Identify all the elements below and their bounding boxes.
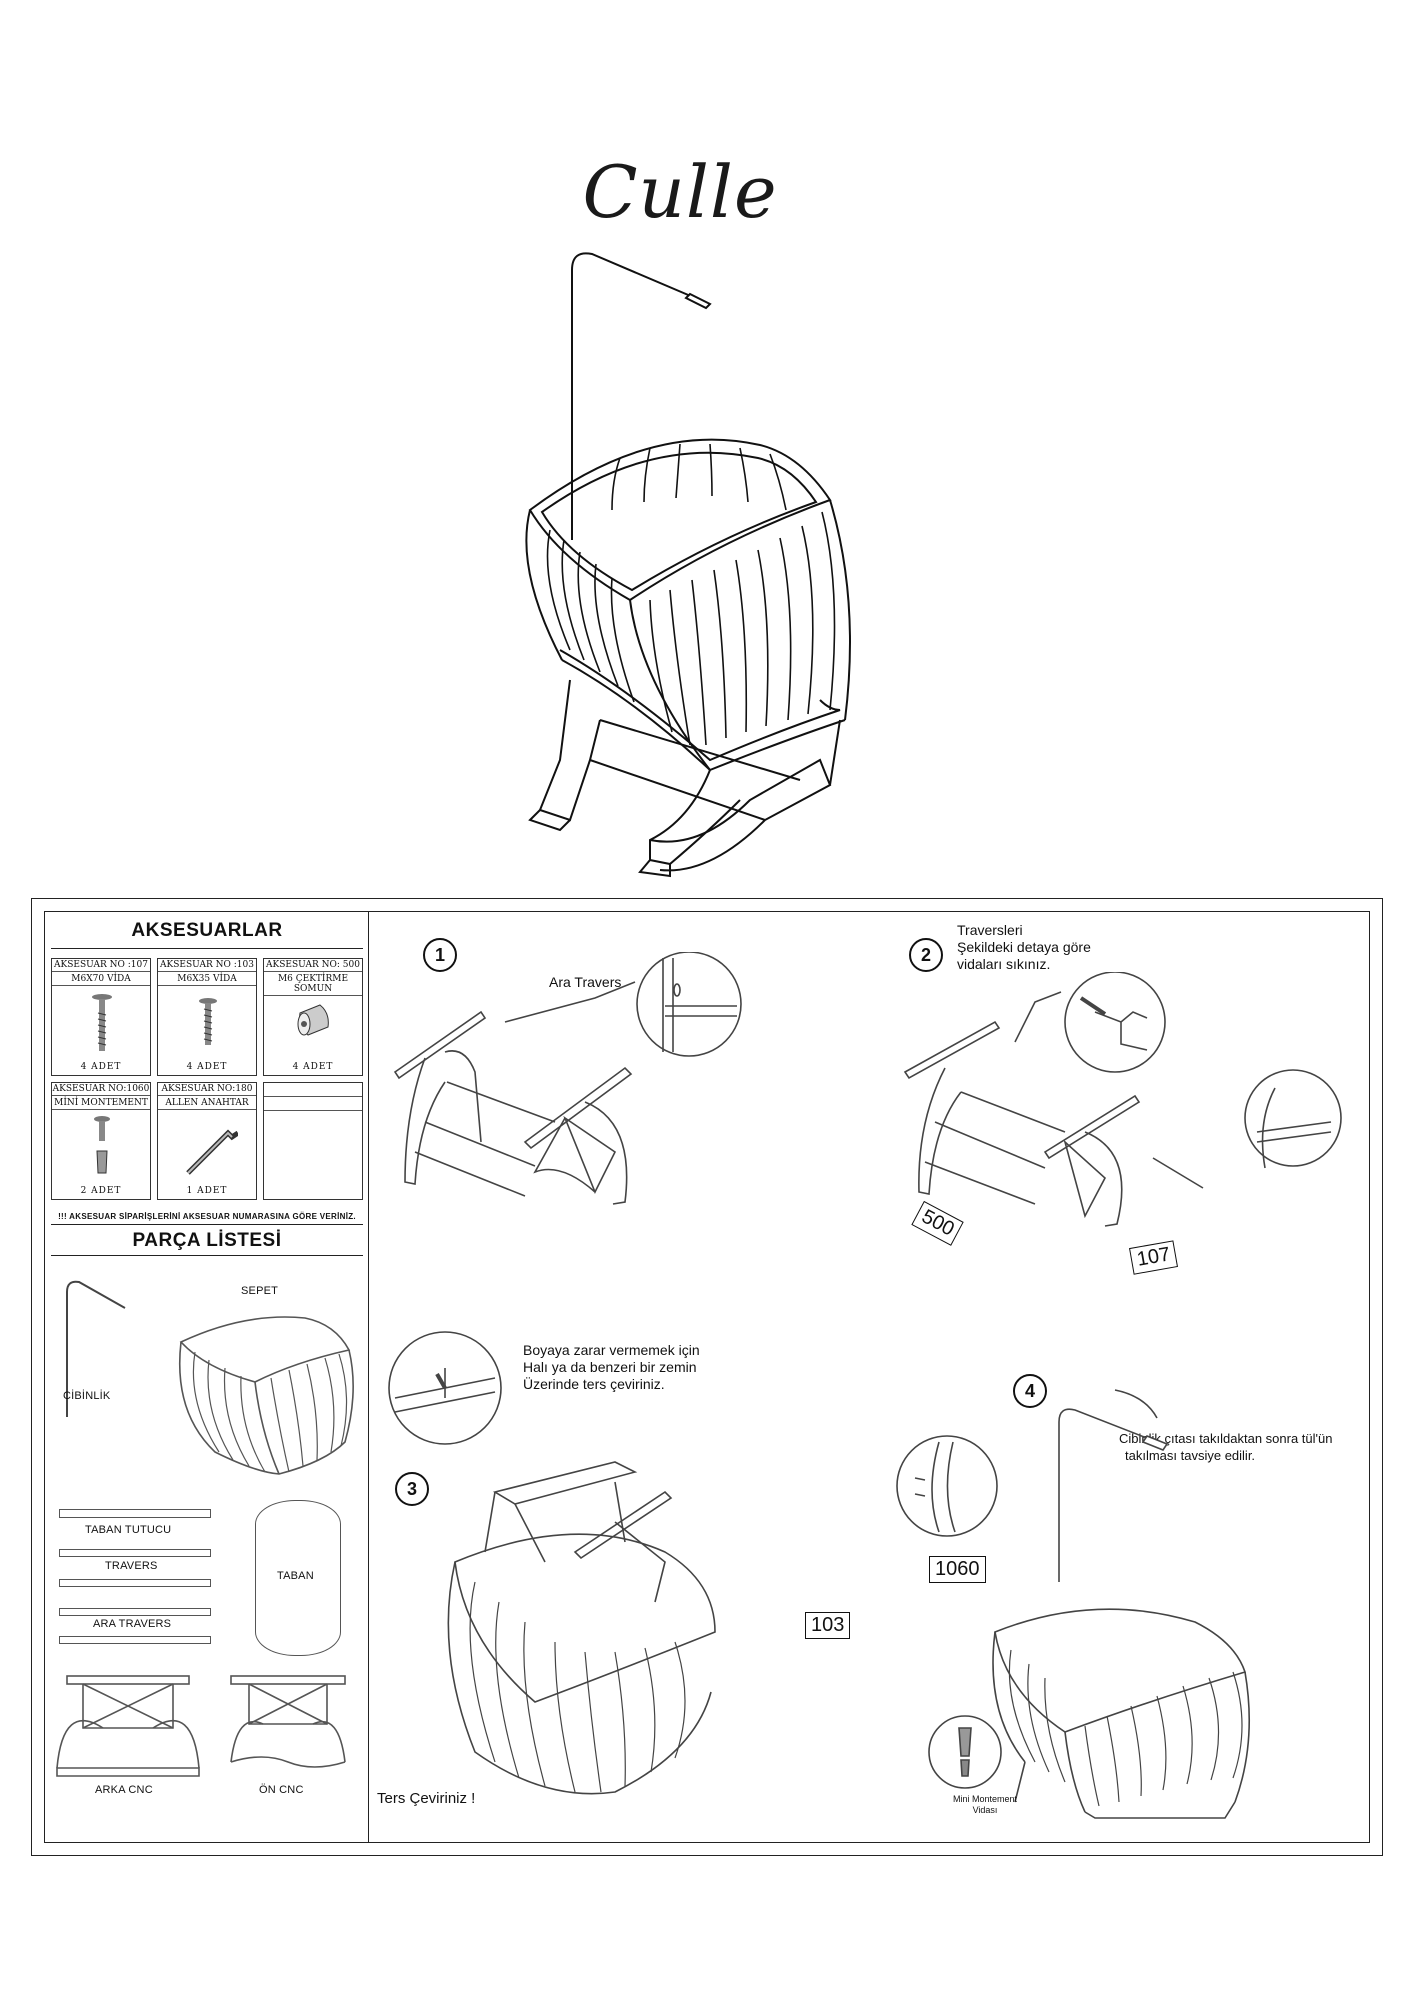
step-3-drawing: [447, 1461, 716, 1795]
travers-part-1: [59, 1549, 211, 1557]
accessory-number: AKSESUAR NO :107: [52, 960, 150, 972]
sepet-label: SEPET: [241, 1285, 279, 1297]
left-column: AKSESUARLAR AKSESUAR NO :107 M6X70 VİDA …: [45, 912, 369, 1842]
accessory-quantity: 2 ADET: [80, 1186, 122, 1196]
accessory-quantity: 1 ADET: [186, 1186, 228, 1196]
cibinlik-label: CİBİNLİK: [63, 1390, 111, 1402]
step-2-line-2: Şekildeki detaya göre: [957, 939, 1091, 955]
fastener-caption-line-1: Mini Montement: [952, 1794, 1018, 1804]
accessory-name: M6 ÇEKTİRME SOMUN: [264, 974, 362, 996]
ara-travers-callout: Ara Travers: [549, 974, 622, 990]
step-3-line-1: Boyaya zarar vermemek için: [523, 1342, 700, 1358]
parts-list: CİBİNLİK SEPET TABAN TUTUCU TRAVERS ARA …: [45, 1252, 367, 1842]
taban-tutucu-label: TABAN TUTUCU: [85, 1524, 172, 1536]
accessory-quantity: 4 ADET: [292, 1062, 334, 1072]
travers-part-2: [59, 1579, 211, 1587]
cradle-illustration: [525, 252, 851, 878]
accessory-number: AKSESUAR NO :103: [158, 960, 256, 972]
ara-travers-label: ARA TRAVERS: [93, 1618, 172, 1630]
title-divider: [51, 948, 363, 949]
accessory-number: AKSESUAR NO:180: [158, 1084, 256, 1096]
accessory-quantity: 4 ADET: [80, 1062, 122, 1072]
flip-instruction: Ters Çeviriniz !: [377, 1790, 476, 1807]
accessory-103: AKSESUAR NO :103 M6X35 VİDA 4 ADET: [157, 958, 257, 1076]
taban-part: [255, 1500, 341, 1656]
brand-title: Culle: [582, 150, 778, 234]
step-1-number: 1: [423, 938, 457, 972]
step-4-line-1: Cibinlik çıtası takıldaktan sonra tül'ün: [1119, 1431, 1333, 1446]
accessory-name: [264, 1098, 362, 1111]
step-2-drawing: [903, 972, 1342, 1227]
front-cnc-drawing: [230, 1675, 346, 1768]
step-2-instruction: Traversleri Şekildeki detaya göre vidala…: [957, 922, 1091, 973]
accessory-number: [264, 1084, 362, 1097]
step-2-number: 2: [909, 938, 943, 972]
step-1-drawing: [393, 952, 742, 1205]
step-4-drawing: [896, 1389, 1251, 1819]
accessory-1060: AKSESUAR NO:1060 MİNİ MONTEMENT 2 ADET: [51, 1082, 151, 1200]
step-2-line-1: Traversleri: [957, 922, 1023, 938]
accessory-500: AKSESUAR NO: 500 M6 ÇEKTİRME SOMUN 4 ADE…: [263, 958, 363, 1076]
tag-103: 103: [805, 1612, 851, 1639]
accessory-180: AKSESUAR NO:180 ALLEN ANAHTAR 1 ADET: [157, 1082, 257, 1200]
accessory-107: AKSESUAR NO :107 M6X70 VİDA 4 ADET: [51, 958, 151, 1076]
accessory-number: AKSESUAR NO:1060: [52, 1084, 150, 1096]
accessory-quantity: 4 ADET: [186, 1062, 228, 1072]
barrel-nut-icon: [297, 1004, 329, 1036]
ara-travers-part-2: [59, 1636, 211, 1644]
step-3-instruction: Boyaya zarar vermemek için Halı ya da be…: [523, 1342, 700, 1393]
instruction-frame: AKSESUARLAR AKSESUAR NO :107 M6X70 VİDA …: [44, 911, 1370, 1843]
step-2-line-3: vidaları sıkınız.: [957, 956, 1051, 972]
mini-fastener-caption: Mini Montement Vidası: [925, 1794, 1045, 1816]
step-3-detail-drawing: [388, 1331, 502, 1445]
mini-fastener-icon: [94, 1116, 110, 1174]
travers-label: TRAVERS: [105, 1560, 158, 1572]
accessory-name: MİNİ MONTEMENT: [52, 1098, 150, 1110]
step-3-line-3: Üzerinde ters çeviriniz.: [523, 1376, 665, 1392]
accessory-name: M6X70 VİDA: [52, 974, 150, 986]
taban-label: TABAN: [277, 1570, 314, 1582]
instruction-sheet: AKSESUARLAR AKSESUAR NO :107 M6X70 VİDA …: [31, 898, 1383, 1856]
step-4-number: 4: [1013, 1374, 1047, 1408]
step-4-instruction: Cibinlik çıtası takıldaktan sonra tül'ün…: [1119, 1430, 1332, 1464]
fastener-caption-line-2: Vidası: [972, 1805, 998, 1815]
canopy-part-drawing: [66, 1280, 126, 1417]
basket-part-drawing: [178, 1316, 354, 1475]
short-screw-icon: [199, 998, 217, 1045]
accessory-empty-slot: [263, 1082, 363, 1200]
parts-divider: [51, 1255, 363, 1256]
step-3-line-2: Halı ya da benzeri bir zemin: [523, 1359, 697, 1375]
tag-1060: 1060: [929, 1556, 986, 1583]
rear-cnc-drawing: [56, 1675, 200, 1777]
accessory-name: M6X35 VİDA: [158, 974, 256, 986]
long-screw-icon: [92, 994, 112, 1051]
step-4-line-2: takılması tavsiye edilir.: [1125, 1448, 1256, 1463]
ara-travers-part-1: [59, 1608, 211, 1616]
allen-key-icon: [186, 1129, 238, 1175]
tag-107: 107: [1129, 1240, 1179, 1275]
parts-title: PARÇA LİSTESİ: [132, 1230, 282, 1251]
accessory-name: ALLEN ANAHTAR: [158, 1098, 256, 1110]
order-note: !!! AKSESUAR SİPARİŞLERİNİ AKSESUAR NUMA…: [51, 1212, 363, 1225]
arka-cnc-label: ARKA CNC: [95, 1784, 153, 1796]
taban-tutucu-part: [59, 1509, 211, 1518]
step-3-number: 3: [395, 1472, 429, 1506]
accessories-title: AKSESUARLAR: [131, 920, 283, 941]
accessory-number: AKSESUAR NO: 500: [264, 960, 362, 972]
on-cnc-label: ÖN CNC: [259, 1784, 304, 1796]
